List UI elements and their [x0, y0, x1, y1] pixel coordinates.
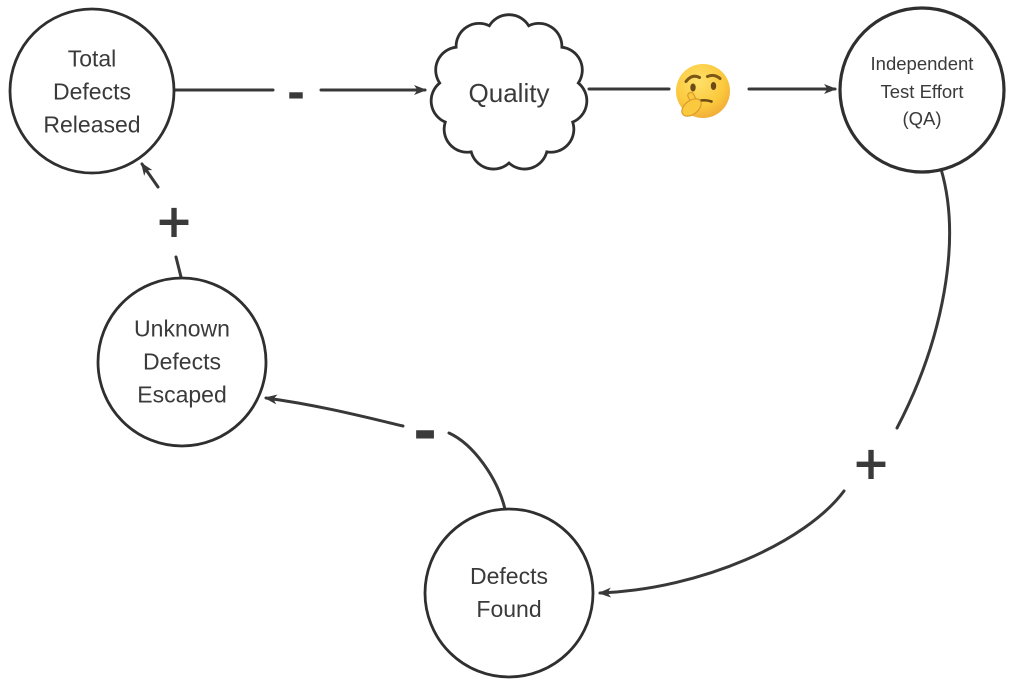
node-circle-defects-found — [423, 507, 595, 679]
node-circle-unknown-defects-escaped — [96, 276, 268, 448]
edge-unknown-to-total-arrow — [140, 162, 160, 189]
edge-defects-found-to-unknown-segment — [447, 431, 507, 511]
node-cloud-quality — [429, 13, 589, 171]
edge-test-effort-to-defects-found-arrow — [598, 489, 846, 598]
edge-unknown-to-total-segment — [174, 255, 183, 279]
node-circle-total-defects-released — [8, 7, 176, 175]
edge-test-effort-to-defects-found-segment — [895, 167, 951, 430]
thinking-face-emoji — [676, 64, 730, 118]
node-circle-independent-test-effort — [838, 6, 1006, 174]
edge-defects-found-to-unknown-arrow — [264, 394, 405, 428]
